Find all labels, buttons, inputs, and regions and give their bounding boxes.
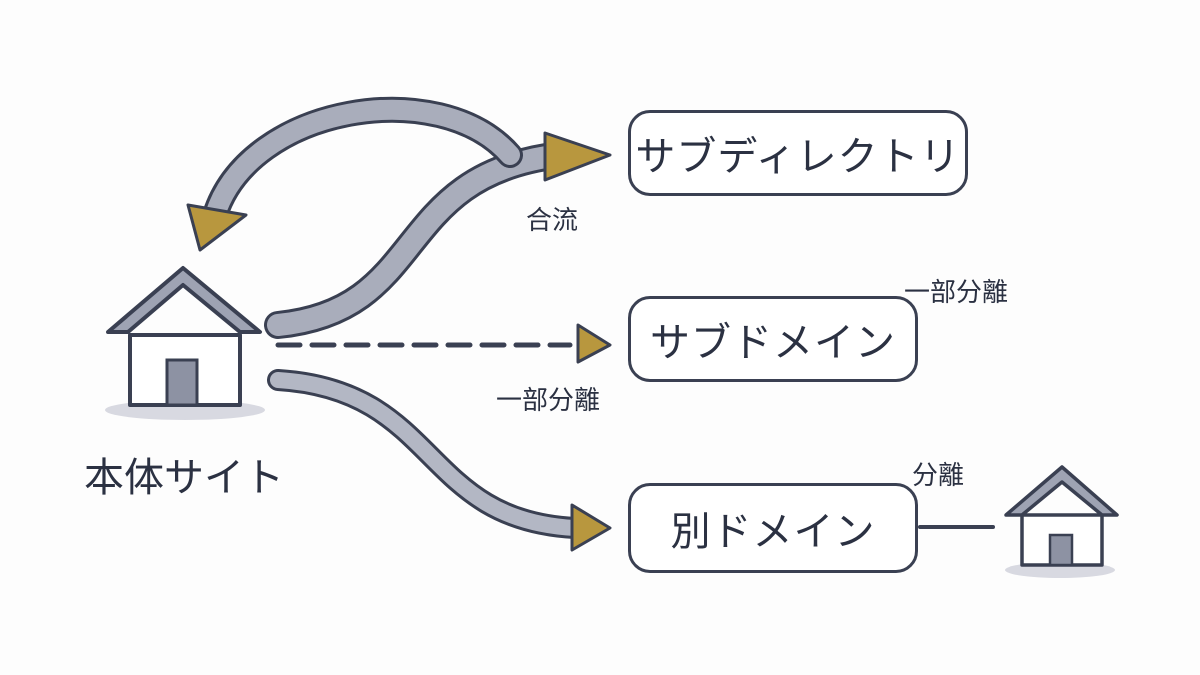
separation-label: 分離	[912, 461, 965, 491]
partial-separation-label-2: 一部分離	[904, 278, 1009, 308]
merge-label: 合流	[526, 206, 579, 236]
subdomain-box: サブドメイン	[628, 296, 918, 382]
other-domain-box: 別ドメイン	[628, 483, 918, 573]
arrow-to-other-domain	[267, 369, 612, 552]
arrow-to-subdirectory	[264, 131, 612, 339]
subdomain-label: サブドメイン	[650, 320, 896, 366]
remote-house-icon	[1004, 465, 1119, 578]
partial-separation-label: 一部分離	[496, 386, 601, 416]
arrow-merge-back	[186, 96, 523, 252]
other-domain-label: 別ドメイン	[670, 509, 876, 555]
main-site-label: 本体サイト	[84, 455, 284, 501]
arrow-to-subdomain	[275, 323, 612, 364]
subdirectory-label: サブディレクトリ	[635, 134, 961, 180]
subdirectory-box: サブディレクトリ	[628, 110, 968, 196]
main-house-icon	[105, 266, 265, 420]
